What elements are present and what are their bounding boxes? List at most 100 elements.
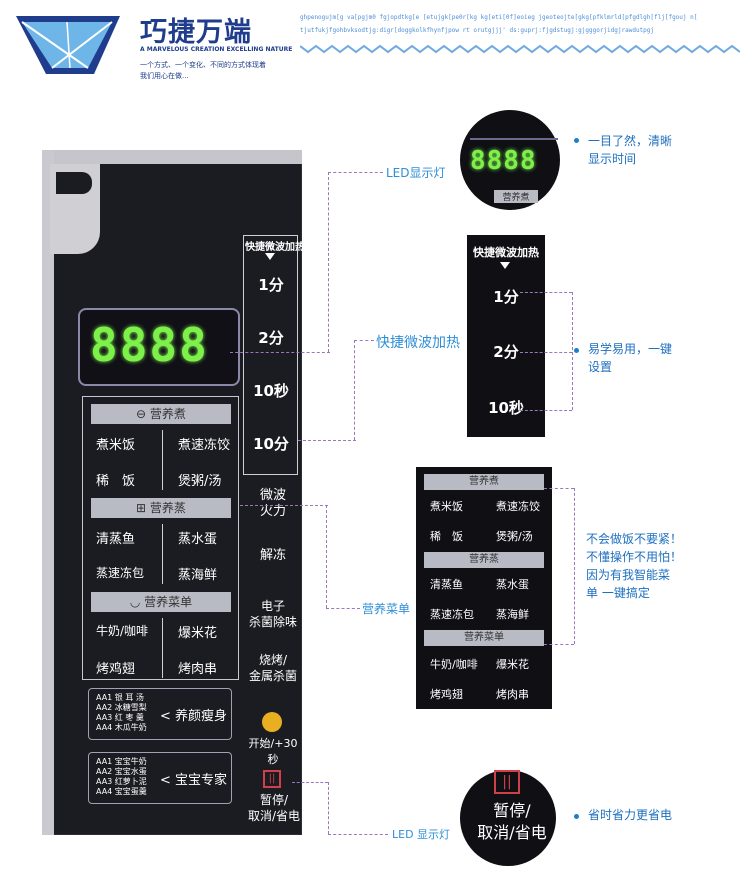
- callout-line: [328, 834, 388, 835]
- menu-divider: [162, 430, 163, 490]
- callout-line: [544, 488, 574, 489]
- menu-item-milk-coffee-button[interactable]: 牛奶/咖啡: [96, 624, 149, 638]
- bullet-icon: [574, 138, 579, 143]
- steamer-icon: ⊞: [136, 501, 150, 515]
- preset-beauty-label: < 养颜瘦身: [160, 709, 228, 724]
- callout-led-display: LED显示灯: [386, 166, 446, 180]
- brand-slogan-line1: 一个方式、一个变化、不同的方式体现着: [140, 61, 266, 69]
- start-icon: [262, 712, 282, 732]
- callout-line: [328, 172, 329, 352]
- brand-title: 巧捷万端: [140, 17, 252, 48]
- grill-sterilize-button[interactable]: 烧烤/ 金属杀菌: [248, 653, 297, 683]
- menu-item-steamed-buns-button[interactable]: 蒸速冻包: [96, 566, 145, 580]
- sterilize-deodorize-button[interactable]: 电子 杀菌除味: [248, 599, 297, 629]
- zoom-menu: [416, 467, 552, 709]
- callout-line: [544, 644, 574, 645]
- menu-item-seafood-button[interactable]: 蒸海鲜: [178, 568, 218, 583]
- callout-line: [326, 608, 360, 609]
- preset-beauty-panel[interactable]: [88, 688, 232, 740]
- callout-line: [354, 340, 355, 440]
- panel-left-bezel: [42, 150, 54, 835]
- nutrition-menu-panel: [82, 396, 239, 680]
- zoom-menu-item: 稀 饭: [430, 530, 463, 543]
- zoom-pause-label: 暂停/ 取消/省电: [477, 801, 547, 842]
- menu-item-rice-button[interactable]: 煮米饭: [96, 438, 136, 453]
- callout-line: [240, 505, 328, 506]
- menu-item-chicken-wings-button[interactable]: 烤鸡翅: [96, 662, 136, 677]
- preset-baby-label: < 宝宝专家: [160, 773, 228, 788]
- callout-line: [572, 292, 573, 410]
- callout-line: [298, 440, 356, 441]
- zoom-menu-item: 煮速冻饺: [496, 500, 540, 513]
- menu-section-boil-header: ⊖ 营养煮: [91, 404, 231, 424]
- callout-line: [520, 410, 572, 411]
- microwave-power-button[interactable]: 微波 火力: [259, 488, 286, 519]
- callout-line: [326, 505, 327, 608]
- bullet-icon: [574, 348, 579, 353]
- microwave-control-panel: [42, 150, 302, 835]
- menu-item-popcorn-button[interactable]: 爆米花: [178, 626, 218, 641]
- preset-beauty-line: AA2 冰糖雪梨: [96, 703, 147, 712]
- menu-item-dumplings-button[interactable]: 煮速冻饺: [178, 438, 231, 453]
- preset-baby-label-text: 宝宝专家: [175, 773, 228, 788]
- menu-item-skewers-button[interactable]: 烤肉串: [178, 662, 218, 677]
- panel-top-bezel: [42, 150, 302, 164]
- menu-item-porridge-button[interactable]: 稀 饭: [96, 474, 136, 489]
- pause-icon: ||: [263, 770, 281, 788]
- preset-baby-panel[interactable]: [88, 752, 232, 804]
- pause-cancel-eco-button[interactable]: 暂停/ 取消/省电: [247, 793, 301, 823]
- down-triangle-icon: [500, 262, 510, 269]
- pause-icon: ||: [494, 770, 520, 794]
- start-plus30-button[interactable]: 开始/+30秒: [248, 737, 298, 766]
- desc-quick-heat: 易学易用，一键 设置: [588, 342, 673, 374]
- pot-icon: ⊖: [136, 407, 150, 421]
- desc-pause: 省时省力更省电: [588, 808, 673, 822]
- zoom-quick-2min: 2分: [493, 343, 519, 361]
- callout-line: [520, 292, 572, 293]
- quick-heat-title: 快捷微波加热: [245, 242, 305, 253]
- zoom-menu-item: 蒸速冻包: [430, 608, 474, 621]
- quick-heat-10min-button[interactable]: 10分: [253, 435, 289, 453]
- zoom-menu-item: 清蒸鱼: [430, 578, 463, 591]
- brand-logo-graphic: [16, 16, 120, 74]
- callout-line: [328, 172, 383, 173]
- quick-heat-2min-button[interactable]: 2分: [258, 329, 284, 347]
- callout-led-bottom: LED 显示灯: [392, 828, 451, 841]
- zoom-menu-item: 蒸海鲜: [496, 608, 529, 621]
- callout-line: [520, 352, 572, 353]
- zoom-menu-item: 蒸水蛋: [496, 578, 529, 591]
- header-scramble-line1: ghpenogujm[g va[pgjm0 fgjopdtkg[e [etujg…: [300, 14, 698, 21]
- menu-section-boil-title: 营养煮: [149, 407, 186, 421]
- led-display: [78, 308, 240, 386]
- zoom-quick-title: 快捷微波加热: [473, 246, 539, 259]
- zoom-menu-item: 烤肉串: [496, 688, 529, 701]
- menu-item-soup-button[interactable]: 煲粥/汤: [178, 474, 222, 489]
- led-display-digits: 8888: [90, 318, 209, 372]
- menu-section-recipes-title: 营养菜单: [144, 595, 193, 609]
- preset-baby-line: AA2 宝宝水蛋: [96, 767, 147, 776]
- preset-baby-line: AA3 红萝卜泥: [96, 777, 147, 786]
- quick-heat-10sec-button[interactable]: 10秒: [253, 382, 289, 400]
- menu-item-steamed-fish-button[interactable]: 清蒸鱼: [96, 532, 136, 547]
- bowl-icon: ◡: [129, 595, 145, 609]
- menu-divider: [162, 524, 163, 584]
- defrost-button[interactable]: 解冻: [259, 548, 286, 563]
- zoom-menu-item: 煮米饭: [430, 500, 463, 513]
- preset-beauty-label-text: 养颜瘦身: [175, 709, 228, 724]
- menu-item-steamed-egg-button[interactable]: 蒸水蛋: [178, 532, 218, 547]
- preset-baby-line: AA1 宝宝牛奶: [96, 757, 147, 766]
- preset-beauty-line: AA3 红 枣 羹: [96, 713, 144, 722]
- menu-section-recipes-header: ◡ 营养菜单: [91, 592, 231, 612]
- menu-divider: [162, 618, 163, 678]
- door-latch-slot: [56, 172, 92, 194]
- callout-line: [354, 340, 374, 341]
- quick-heat-1min-button[interactable]: 1分: [258, 276, 284, 294]
- zoom-menu-item: 烤鸡翅: [430, 688, 463, 701]
- callout-line: [328, 782, 329, 834]
- zoom-quick-1min: 1分: [493, 288, 519, 306]
- desc-menu: 不会做饭不要紧！ 不懂操作不用怕！ 因为有我智能菜 单 一键搞定: [586, 532, 683, 600]
- bullet-icon: [574, 814, 579, 819]
- callout-quick-heat: 快捷微波加热: [376, 335, 460, 351]
- preset-beauty-line: AA4 木瓜牛奶: [96, 723, 147, 732]
- menu-section-steam-title: 营养蒸: [149, 501, 186, 515]
